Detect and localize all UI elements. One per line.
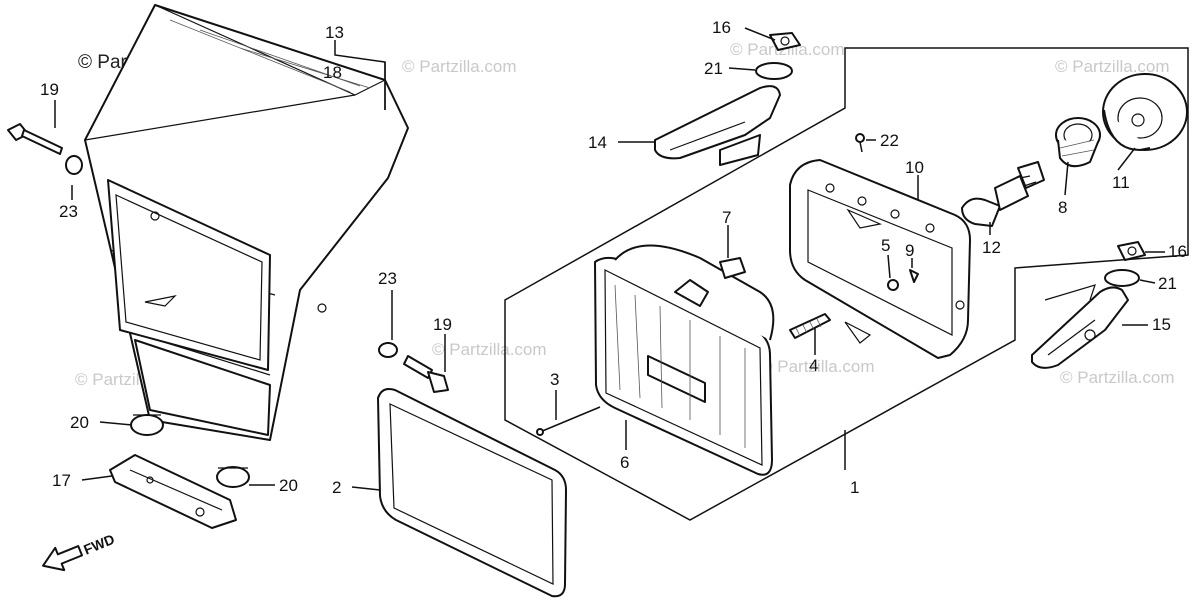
screw-22 <box>855 133 865 153</box>
callout-10: 10 <box>905 158 924 177</box>
assembly-outline <box>504 47 1189 521</box>
headlight-cowl <box>84 4 409 441</box>
watermark-text: © Partzilla.com <box>432 340 547 359</box>
callout-21-upper: 21 <box>704 59 723 78</box>
washer-left <box>65 155 83 175</box>
callout-18: 18 <box>323 63 342 82</box>
turn-signal-stay-left <box>654 85 781 166</box>
damper-left <box>130 414 164 436</box>
leader-lines <box>54 27 1165 491</box>
callout-4: 4 <box>809 356 818 375</box>
callout-8: 8 <box>1058 198 1067 217</box>
callout-3: 3 <box>550 370 559 389</box>
watermark-text: © Partzilla.com <box>1055 57 1170 76</box>
callout-22: 22 <box>880 131 899 150</box>
callout-17: 17 <box>52 471 71 490</box>
callout-2: 2 <box>332 478 341 497</box>
callout-11: 11 <box>1112 173 1130 192</box>
spring <box>789 313 831 339</box>
turn-signal-stay-right <box>1031 284 1129 369</box>
collar-upper <box>755 62 793 80</box>
callout-20-left: 20 <box>70 413 89 432</box>
callout-1: 1 <box>850 478 859 497</box>
nut <box>719 257 746 279</box>
headlight-unit <box>594 244 775 476</box>
watermark-text: © Partzilla.com <box>760 357 875 376</box>
bolt-right <box>403 355 449 393</box>
headlight-bulb <box>961 161 1045 227</box>
washer-right <box>378 342 398 358</box>
callout-23-right: 23 <box>378 269 397 288</box>
grommet-upper <box>769 32 801 51</box>
cowl-bracket <box>109 454 237 529</box>
grommet-lower <box>1117 241 1146 261</box>
callout-19-left: 19 <box>40 80 59 99</box>
callout-7: 7 <box>722 208 731 227</box>
callout-21-lower: 21 <box>1158 274 1177 293</box>
fwd-label: FWD <box>81 531 117 558</box>
callout-15: 15 <box>1152 315 1171 334</box>
watermark-text: © Partzilla.com <box>730 40 845 59</box>
callout-23-left: 23 <box>59 202 78 221</box>
bolt-left <box>7 123 63 155</box>
callout-14: 14 <box>588 133 607 152</box>
watermark-text: © Partzilla.com <box>1060 368 1175 387</box>
callout-13: 13 <box>325 23 344 42</box>
screw-5 <box>887 279 899 291</box>
forward-arrow: FWD <box>42 531 117 572</box>
watermark-group: © Partzilla.com © Partzilla.com © Partzi… <box>75 40 1175 389</box>
callout-12: 12 <box>982 238 1001 257</box>
callout-16-lower: 16 <box>1168 242 1187 261</box>
callout-5: 5 <box>881 236 890 255</box>
damper-right <box>216 466 250 488</box>
callout-16-upper: 16 <box>712 18 731 37</box>
collar-lower <box>1104 269 1140 287</box>
callout-6: 6 <box>620 453 629 472</box>
callout-9: 9 <box>905 241 914 260</box>
adjust-screw <box>536 406 601 436</box>
dust-cover <box>1102 73 1188 151</box>
screw-9 <box>909 269 919 283</box>
callout-19-right: 19 <box>433 315 452 334</box>
watermark-text: © Partzilla.com <box>402 57 517 76</box>
headlight-rim <box>377 388 567 598</box>
bulb-socket <box>1055 117 1101 168</box>
headlight-case <box>789 159 971 359</box>
callout-labels: 1 2 3 4 5 6 7 8 9 10 11 12 13 18 14 15 1… <box>40 18 1187 497</box>
callout-20-right: 20 <box>279 476 298 495</box>
